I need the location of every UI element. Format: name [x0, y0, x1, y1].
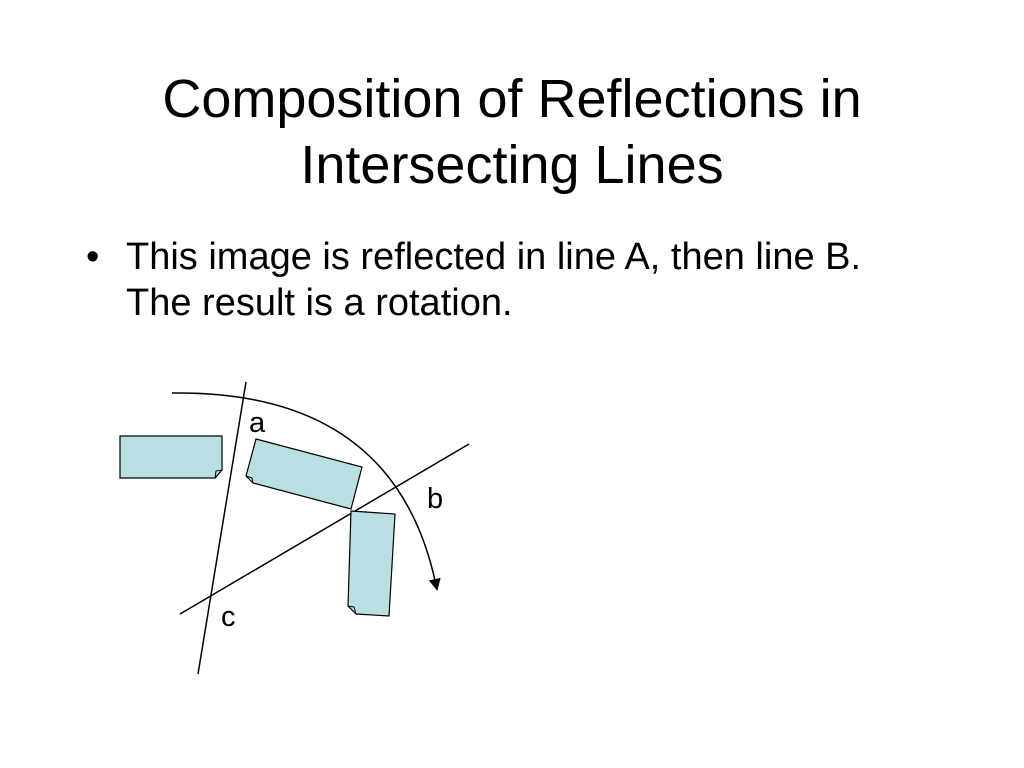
label-b: b	[427, 483, 443, 515]
label-a: a	[249, 407, 266, 439]
label-c: c	[221, 601, 236, 633]
first-reflection-fold	[245, 475, 254, 484]
original-shape-fold	[214, 469, 223, 479]
rotated-shape-fold	[347, 605, 357, 615]
original-shape	[119, 435, 223, 479]
line-a	[197, 381, 247, 675]
rotation-arc-arrow	[171, 392, 441, 591]
line-b	[179, 443, 470, 615]
rotated-shape	[347, 510, 396, 617]
bullet-dot-icon: •	[86, 236, 100, 278]
slide-title: Composition of Reflections in Intersecti…	[162, 69, 862, 195]
bullet-item: • This image is reflected in line A, the…	[84, 234, 904, 326]
first-reflection-shape	[245, 438, 363, 510]
bullet-text: This image is reflected in line A, then …	[126, 236, 862, 324]
bullet-list: • This image is reflected in line A, the…	[84, 234, 904, 326]
